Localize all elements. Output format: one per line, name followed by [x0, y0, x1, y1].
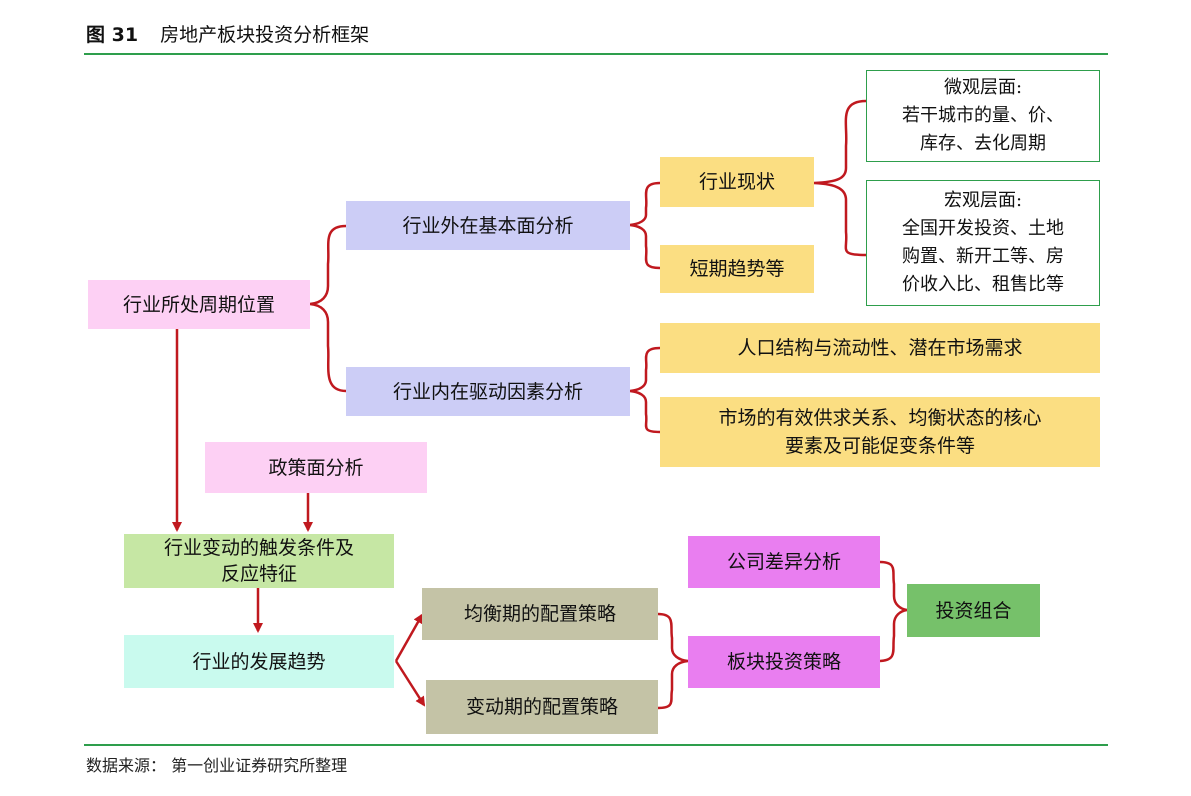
node-sector-strategy: 板块投资策略 — [688, 636, 880, 688]
node-population: 人口结构与流动性、潜在市场需求 — [660, 323, 1100, 373]
node-equilibrium-strategy: 均衡期的配置策略 — [422, 588, 658, 640]
node-micro-level: 微观层面: 若干城市的量、价、 库存、去化周期 — [866, 70, 1100, 162]
node-development-trend: 行业的发展趋势 — [124, 635, 394, 688]
node-change-strategy: 变动期的配置策略 — [426, 680, 658, 734]
brace-status — [813, 99, 867, 257]
brace-portfolio — [879, 560, 908, 663]
node-external-analysis: 行业外在基本面分析 — [346, 201, 630, 250]
node-industry-status: 行业现状 — [660, 157, 814, 207]
figure-title: 图 31 房地产板块投资分析框架 — [86, 20, 369, 47]
node-short-term-trend: 短期趋势等 — [660, 245, 814, 293]
source-note: 数据来源： 第一创业证券研究所整理 — [86, 756, 348, 775]
node-company-analysis: 公司差异分析 — [688, 536, 880, 588]
top-rule — [84, 53, 1108, 55]
figure-label: 图 31 — [86, 24, 139, 46]
node-trigger-conditions: 行业变动的触发条件及 反应特征 — [124, 534, 394, 588]
node-cycle-position: 行业所处周期位置 — [88, 280, 310, 329]
node-macro-level: 宏观层面: 全国开发投资、土地 购置、新开工等、房 价收入比、租售比等 — [866, 180, 1100, 306]
arrow-trend-to-equilibrium — [394, 613, 424, 662]
brace-internal — [629, 346, 661, 434]
node-portfolio: 投资组合 — [907, 584, 1040, 637]
bottom-rule — [84, 744, 1108, 746]
arrow-trend-to-change — [394, 660, 426, 707]
brace-cycle — [309, 224, 347, 393]
brace-strategy — [657, 612, 689, 710]
figure-title-text: 房地产板块投资分析框架 — [160, 24, 370, 46]
node-supply-demand: 市场的有效供求关系、均衡状态的核心 要素及可能促变条件等 — [660, 397, 1100, 467]
brace-external — [629, 181, 661, 270]
node-internal-analysis: 行业内在驱动因素分析 — [346, 367, 630, 416]
node-policy-analysis: 政策面分析 — [205, 442, 427, 493]
